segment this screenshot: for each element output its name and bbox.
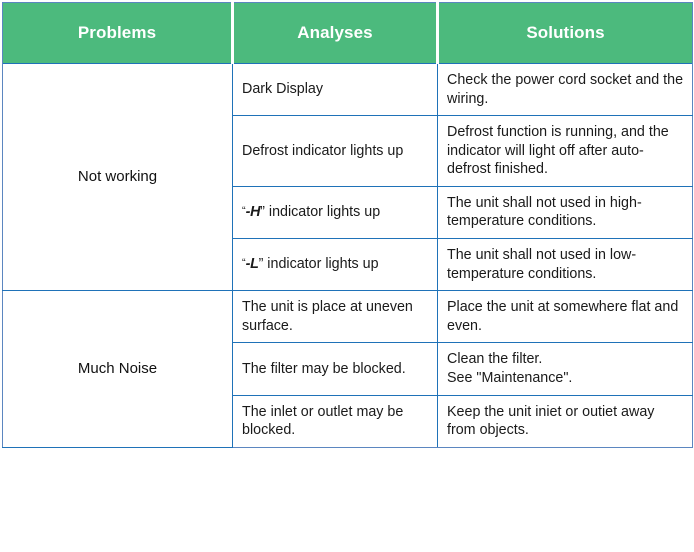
problem-label-not-working: Not working — [2, 62, 233, 292]
table-row: Not working Dark Display Check the power… — [2, 62, 693, 292]
table-row: Defrost indicator lights up Defrost func… — [3, 115, 693, 187]
table-row: Much Noise The unit is place at uneven s… — [2, 290, 693, 448]
solution-cell: Keep the unit iniet or outiet away from … — [437, 394, 693, 448]
solution-cell: The unit shall not used in low-temperatu… — [437, 238, 693, 292]
table-row: The inlet or outlet may be blocked. Keep… — [3, 394, 693, 448]
solution-cell: Clean the filter. See "Maintenance". — [437, 342, 693, 396]
table-row: “-L” indicator lights up The unit shall … — [3, 238, 693, 292]
analysis-cell-suffix: ” indicator lights up — [260, 204, 381, 221]
solution-cell: The unit shall not used in high-temperat… — [437, 185, 693, 240]
analysis-cell: The filter may be blocked. — [232, 342, 438, 396]
solution-cell: Check the power cord socket and the wiri… — [437, 62, 693, 117]
column-header-problems: Problems — [2, 2, 234, 64]
solution-cell: Place the unit at somewhere flat and eve… — [437, 290, 693, 344]
header-row: Problems Analyses Solutions — [2, 2, 693, 64]
analysis-cell: The inlet or outlet may be blocked. — [232, 394, 438, 448]
table-row: “-H” indicator lights up The unit shall … — [3, 185, 693, 240]
analysis-cell: The unit is place at uneven surface. — [232, 290, 438, 344]
analysis-cell-l-indicator: “-L” indicator lights up — [232, 238, 438, 292]
troubleshooting-table: Problems Analyses Solutions Not working … — [2, 2, 693, 448]
table-body: Not working Dark Display Check the power… — [2, 62, 693, 448]
column-header-analyses: Analyses — [232, 2, 439, 64]
h-indicator-code: -H — [245, 204, 261, 221]
analysis-cell: Dark Display — [232, 62, 438, 117]
analysis-cell-suffix: ” indicator lights up — [258, 256, 379, 273]
table-row: The filter may be blocked. Clean the fil… — [3, 342, 693, 396]
open-quote-glyph: “ — [242, 205, 246, 218]
table-header: Problems Analyses Solutions — [2, 2, 693, 64]
open-quote-glyph: “ — [242, 257, 246, 270]
solution-cell: Defrost function is running, and the ind… — [437, 115, 693, 187]
analysis-cell-h-indicator: “-H” indicator lights up — [232, 185, 438, 240]
column-header-solutions: Solutions — [437, 2, 693, 64]
problem-label-much-noise: Much Noise — [2, 290, 233, 448]
l-indicator-code: -L — [245, 256, 259, 273]
analysis-cell: Defrost indicator lights up — [232, 115, 438, 187]
